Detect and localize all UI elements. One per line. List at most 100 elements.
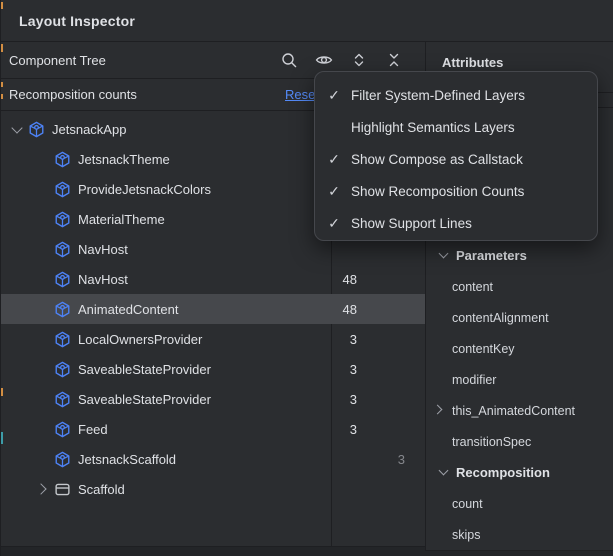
menu-item-label: Show Support Lines: [351, 215, 472, 231]
attribute-row[interactable]: this_AnimatedContent: [426, 395, 613, 426]
compose-node-icon: [53, 360, 71, 378]
reset-counts-link[interactable]: Reset: [285, 87, 319, 102]
attribute-row[interactable]: contentAlignment: [426, 302, 613, 333]
tree-expand-chevron-icon[interactable]: [35, 181, 51, 197]
window-title: Layout Inspector: [19, 12, 135, 29]
tree-expand-chevron-icon[interactable]: [35, 421, 51, 437]
tree-node-label: SaveableStateProvider: [78, 391, 211, 407]
tree-node-label: JetsnackApp: [52, 121, 127, 137]
attributes-panel: Attributes Parameters content contentAli…: [425, 42, 613, 556]
tree-node[interactable]: ProvideJetsnackColors: [1, 174, 425, 204]
scaffold-icon: [53, 480, 71, 498]
section-chevron-icon[interactable]: [438, 248, 450, 264]
attributes-panel-bottom-strip: [425, 551, 613, 556]
attributes-section-header[interactable]: Parameters: [426, 240, 613, 271]
view-options-menu-item[interactable]: Highlight Semantics Layers: [315, 111, 597, 143]
attribute-label: this_AnimatedContent: [452, 403, 575, 418]
window-header: Layout Inspector: [1, 0, 613, 42]
tree-expand-chevron-icon[interactable]: [9, 121, 25, 137]
tree-expand-chevron-icon[interactable]: [35, 241, 51, 257]
tree-expand-chevron-icon[interactable]: [35, 331, 51, 347]
tree-rows: JetsnackApp JetsnackTheme ProvideJetsnac…: [1, 111, 425, 504]
attribute-row[interactable]: count: [426, 488, 613, 519]
attribute-label: contentKey: [452, 341, 515, 356]
menu-item-label: Filter System-Defined Layers: [351, 87, 526, 103]
tree-expand-chevron-icon[interactable]: [35, 151, 51, 167]
attribute-row[interactable]: skips: [426, 519, 613, 550]
search-icon[interactable]: [280, 51, 298, 69]
tree-node[interactable]: JetsnackScaffold 3: [1, 444, 425, 474]
tree-node[interactable]: Scaffold: [1, 474, 425, 504]
menu-item-label: Show Compose as Callstack: [351, 151, 523, 167]
tree-node[interactable]: SaveableStateProvider 3: [1, 354, 425, 384]
attribute-label: contentAlignment: [452, 310, 549, 325]
attributes-title: Attributes: [442, 55, 504, 70]
checkmark-icon: ✓: [328, 86, 340, 103]
tree-node[interactable]: MaterialTheme: [1, 204, 425, 234]
attributes-section-header[interactable]: Recomposition: [426, 457, 613, 488]
recomposition-count: 3: [349, 361, 357, 377]
tree-expand-chevron-icon[interactable]: [35, 391, 51, 407]
tree-panel-bottom-divider: [1, 546, 425, 547]
tree-node[interactable]: Feed 3: [1, 414, 425, 444]
attribute-row[interactable]: modifier: [426, 364, 613, 395]
gutter-mark: [1, 2, 3, 9]
section-chevron-icon[interactable]: [438, 465, 450, 481]
attribute-label: content: [452, 279, 494, 294]
tree-expand-chevron-icon[interactable]: [35, 451, 51, 467]
menu-item-label: Show Recomposition Counts: [351, 183, 525, 199]
tree-node-label: JetsnackScaffold: [78, 451, 177, 467]
compose-node-icon: [53, 390, 71, 408]
checkmark-icon: ✓: [328, 150, 340, 167]
compose-node-icon: [27, 120, 45, 138]
checkmark-icon: ✓: [328, 182, 340, 199]
compose-node-icon: [53, 180, 71, 198]
visibility-options-icon[interactable]: [315, 51, 333, 69]
checkmark-icon: ✓: [328, 214, 340, 231]
collapse-all-icon[interactable]: [385, 51, 403, 69]
recomposition-count: 48: [342, 271, 357, 287]
view-options-menu-item[interactable]: ✓ Show Recomposition Counts: [315, 175, 597, 207]
attribute-row[interactable]: content: [426, 271, 613, 302]
tree-expand-chevron-icon[interactable]: [35, 481, 51, 497]
gutter-mark: [1, 388, 3, 396]
attribute-label: transitionSpec: [452, 434, 532, 449]
tree-node-label: Feed: [78, 421, 108, 437]
compose-node-icon: [53, 420, 71, 438]
tree-expand-chevron-icon[interactable]: [35, 211, 51, 227]
attribute-row[interactable]: transitionSpec: [426, 426, 613, 457]
recomposition-counts-label: Recomposition counts: [9, 87, 137, 102]
gutter-mark: [1, 94, 3, 99]
compose-node-icon: [53, 330, 71, 348]
tree-node[interactable]: NavHost: [1, 234, 425, 264]
compose-node-icon: [53, 300, 71, 318]
recomposition-skips: 3: [397, 451, 405, 467]
compose-node-icon: [53, 210, 71, 228]
view-options-menu-item[interactable]: ✓ Show Support Lines: [315, 207, 597, 239]
attribute-label: modifier: [452, 372, 497, 387]
attribute-expand-chevron-icon[interactable]: [434, 403, 446, 419]
tree-node[interactable]: LocalOwnersProvider 3: [1, 324, 425, 354]
attribute-row[interactable]: contentKey: [426, 333, 613, 364]
tree-node-label: SaveableStateProvider: [78, 361, 211, 377]
tree-node[interactable]: SaveableStateProvider 3: [1, 384, 425, 414]
tree-node[interactable]: NavHost 48: [1, 264, 425, 294]
tree-node-label: JetsnackTheme: [78, 151, 170, 167]
tree-expand-chevron-icon[interactable]: [35, 271, 51, 287]
tree-panel-bottom-strip: [1, 547, 425, 556]
recomposition-count: 3: [349, 421, 357, 437]
view-options-menu-item[interactable]: ✓ Filter System-Defined Layers: [315, 79, 597, 111]
view-options-menu-item[interactable]: ✓ Show Compose as Callstack: [315, 143, 597, 175]
tree-node[interactable]: JetsnackTheme: [1, 144, 425, 174]
tree-node[interactable]: AnimatedContent 48: [1, 294, 425, 324]
attribute-label: count: [452, 496, 483, 511]
gutter-mark: [1, 82, 3, 87]
expand-all-icon[interactable]: [350, 51, 368, 69]
tree-expand-chevron-icon[interactable]: [35, 361, 51, 377]
tree-node-label: LocalOwnersProvider: [78, 331, 203, 347]
compose-node-icon: [53, 150, 71, 168]
tree-node[interactable]: JetsnackApp: [1, 114, 425, 144]
tree-node-label: MaterialTheme: [78, 211, 165, 227]
tree-expand-chevron-icon[interactable]: [35, 301, 51, 317]
